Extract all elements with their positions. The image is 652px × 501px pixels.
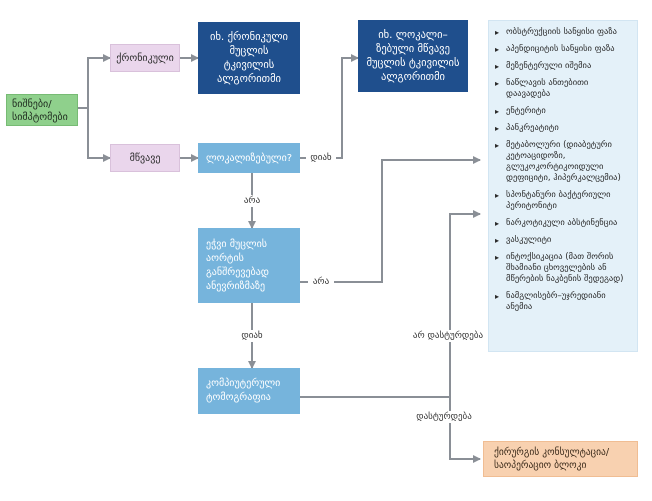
list-item: ▸ ინტოქსიკაცია (მათ შორის შხამიანი ცხოველ… [495, 252, 633, 285]
edge-label-confirmed: დასტურდება [404, 411, 484, 423]
node-localized-question: ლოკალიზებული? [198, 143, 300, 173]
node-chronic-label: ქრონიკული [116, 52, 174, 64]
list-item: ▸ პანკრეატიტი [495, 123, 633, 134]
list-item-text: აპენდიციტის სანყისი ფაზა [506, 44, 615, 54]
node-ct: კომპიუტერული ტომოგრაფია [198, 368, 300, 414]
triangle-bullet-icon: ▸ [495, 253, 500, 262]
node-urgent-question-label: ეჭვი მუცლის აორტის განშრევებად ანევრიზმა… [206, 238, 269, 292]
list-item: ▸ ნამგლისებრ–უჯრედიანი ანემია [495, 291, 633, 313]
triangle-bullet-icon: ▸ [495, 28, 500, 37]
arrow-ct-confirmed [449, 397, 481, 463]
triangle-bullet-icon: ▸ [495, 191, 500, 200]
list-item: ▸ მეზენტერული იშემია [495, 61, 633, 72]
edge-label-not-confirmed: არ დასტურდება [408, 330, 488, 342]
list-item-text: მეტაბოლური (დიაბეტური კეტოაციდოზი, გლუკო… [506, 140, 621, 183]
edge-label-no-right: არა [308, 276, 334, 288]
list-item: ▸ ნაწლავის ანთებითი დაავადება [495, 78, 633, 100]
list-item-text: ნარკოტიკული აბსტინენცია [506, 218, 618, 228]
node-localized-question-label: ლოკალიზებული? [205, 152, 293, 164]
list-item-text: ნამგლისებრ–უჯრედიანი ანემია [506, 291, 606, 312]
list-item: ▸ ობსტრუქციის სანყისი ფაზა [495, 27, 633, 38]
list-item-text: ნაწლავის ანთებითი დაავადება [506, 78, 589, 99]
differential-diagnosis-panel: ▸ ობსტრუქციის სანყისი ფაზა ▸ აპენდიციტის ს… [488, 20, 638, 352]
node-start-label: ნიშნები/სიმპტომები [12, 99, 68, 123]
node-surgery: ქირურგის კონსულტაცია/საოპერაციო ბლოკი [483, 441, 638, 477]
list-item: ▸ მეტაბოლური (დიაბეტური კეტოაციდოზი, გლუკ… [495, 140, 633, 184]
arrow-localized-yes [300, 54, 359, 159]
triangle-bullet-icon: ▸ [495, 62, 500, 71]
list-item: ▸ ვასკულიტი [495, 235, 633, 246]
triangle-bullet-icon: ▸ [495, 107, 500, 116]
triangle-bullet-icon: ▸ [495, 79, 500, 88]
edge-label-no-down: არა [238, 195, 266, 207]
triangle-bullet-icon: ▸ [495, 292, 500, 301]
triangle-bullet-icon: ▸ [495, 236, 500, 245]
node-localized-algorithm-label: იხ. ლოკალი–ზებული მწვავე მუცლის ტკივილის… [366, 29, 460, 83]
list-item-text: პანკრეატიტი [506, 123, 559, 133]
differential-list: ▸ ობსტრუქციის სანყისი ფაზა ▸ აპენდიციტის ს… [495, 27, 633, 313]
triangle-bullet-icon: ▸ [495, 124, 500, 133]
list-item-text: ობსტრუქციის სანყისი ფაზა [506, 27, 617, 37]
list-item-text: ინტოქსიკაცია (მათ შორის შხამიანი ცხოველე… [506, 252, 624, 284]
edge-label-yes-down: დიახ [236, 330, 268, 342]
node-localized-algorithm: იხ. ლოკალი–ზებული მწვავე მუცლის ტკივილის… [358, 20, 468, 92]
node-acute-label: მწვავე [129, 152, 161, 164]
list-item-text: ვასკულიტი [506, 235, 552, 245]
list-item: ▸ ნარკოტიკული აბსტინენცია [495, 218, 633, 229]
node-start: ნიშნები/სიმპტომები [6, 94, 78, 126]
list-item: ▸ სპონტანური ბაქტერიული პერიტონიტი [495, 190, 633, 212]
list-item: ▸ აპენდიციტის სანყისი ფაზა [495, 44, 633, 55]
node-urgent-question: ეჭვი მუცლის აორტის განშრევებად ანევრიზმა… [198, 228, 300, 303]
arrow-ct-not-confirmed [449, 210, 481, 397]
node-chronic-algorithm: იხ. ქრონიკული მუცლის ტკივილის ალგორითმი [198, 22, 300, 94]
triangle-bullet-icon: ▸ [495, 45, 500, 54]
edge-label-yes-right: დიახ [306, 152, 336, 164]
list-item-text: ენტერიტი [506, 106, 546, 116]
node-chronic: ქრონიკული [110, 44, 180, 72]
list-item-text: მეზენტერული იშემია [506, 61, 592, 71]
triangle-bullet-icon: ▸ [495, 141, 500, 150]
arrow-start-to-acute [87, 108, 111, 162]
arrow-start-to-chronic [78, 54, 111, 109]
arrow-urgent-no [300, 156, 481, 283]
node-acute: მწვავე [110, 144, 180, 172]
node-surgery-label: ქირურგის კონსულტაცია/საოპერაციო ბლოკი [494, 447, 610, 471]
list-item: ▸ ენტერიტი [495, 106, 633, 117]
list-item-text: სპონტანური ბაქტერიული პერიტონიტი [506, 190, 611, 211]
node-ct-label: კომპიუტერული ტომოგრაფია [206, 378, 281, 403]
node-chronic-algorithm-label: იხ. ქრონიკული მუცლის ტკივილის ალგორითმი [210, 31, 288, 85]
triangle-bullet-icon: ▸ [495, 219, 500, 228]
